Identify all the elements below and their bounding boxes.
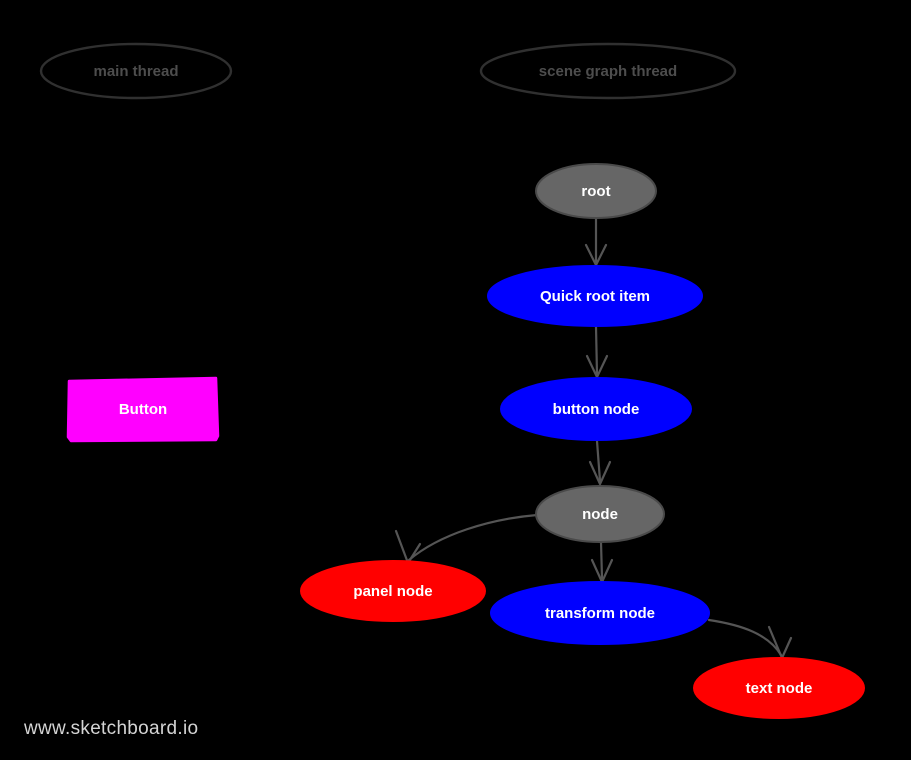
button-node-ellipse[interactable] [500,377,692,441]
edge-quick-root-item-to-button-node[interactable] [585,325,609,379]
edge-button-node-to-node[interactable] [588,439,612,486]
edge-root-to-quick-root-item[interactable] [584,217,608,267]
node-button-node[interactable]: button node [500,377,692,441]
arrow-head-icon [394,529,422,565]
scene-graph-thread-ellipse[interactable] [479,42,737,100]
node-node[interactable]: node [535,485,665,543]
watermark-label: www.sketchboard.io [23,718,198,739]
text-node-ellipse[interactable] [693,657,865,719]
arrow-head-icon [585,354,609,379]
edge-line [599,540,604,580]
panel-node-ellipse[interactable] [300,560,486,622]
arrow-head-icon [767,625,793,660]
node-text-node[interactable]: text node [693,657,865,719]
button-shape[interactable] [66,376,220,443]
edge-node-to-panel-node[interactable] [394,513,539,565]
node-ellipse[interactable] [535,485,665,543]
node-button[interactable]: Button [66,376,220,443]
node-root[interactable]: root [535,163,657,219]
quick-root-item-ellipse[interactable] [487,265,703,327]
edge-line [407,513,539,562]
node-transform-node[interactable]: transform node [490,581,710,645]
main-thread-label: main thread [93,63,178,80]
main-thread-ellipse[interactable] [39,42,233,100]
node-panel-node[interactable]: panel node [300,560,486,622]
edge-transform-node-to-text-node[interactable] [707,618,793,660]
scene-graph-thread-label: scene graph thread [539,63,677,80]
node-quick-root-item[interactable]: Quick root item [487,265,703,327]
swimlane-scene-graph-thread[interactable]: scene graph thread [479,42,737,100]
edges-layer [394,217,793,660]
transform-node-ellipse[interactable] [490,581,710,645]
edge-line [595,439,602,483]
edge-line [594,325,599,376]
arrow-head-icon [584,243,608,267]
edge-line [707,618,783,657]
root-ellipse[interactable] [535,163,657,219]
swimlane-main-thread[interactable]: main thread [39,42,233,100]
arrow-head-icon [588,460,612,486]
edge-node-to-transform-node[interactable] [590,540,614,584]
